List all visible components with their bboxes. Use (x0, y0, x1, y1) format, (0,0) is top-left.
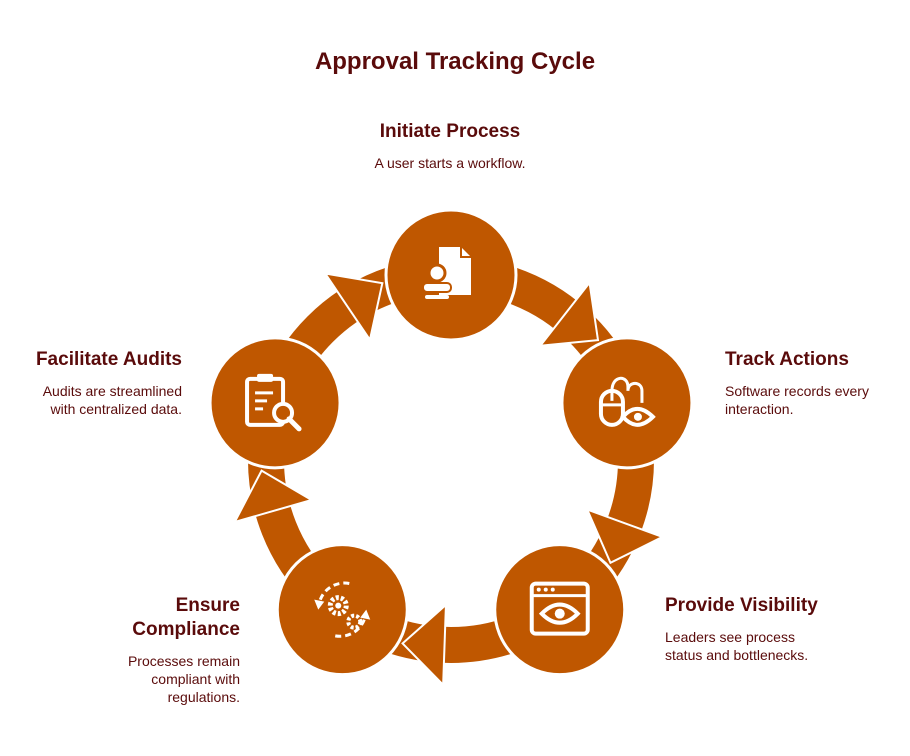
clipboard-search-icon (245, 373, 302, 432)
step-title: Facilitate Audits (35, 349, 182, 370)
step-label-audits: Facilitate Audits Audits are streamlined… (20, 348, 182, 418)
step-label-compliance: Ensure Compliance Processes remain compl… (80, 594, 240, 706)
step-desc: Processes remain compliant with regulati… (127, 653, 240, 705)
step-title: Provide Visibility (665, 595, 818, 616)
arrowhead (585, 507, 665, 565)
step-label-visibility: Provide Visibility Leaders see process s… (665, 594, 835, 664)
step-desc: Leaders see process status and bottlenec… (665, 629, 809, 663)
gears-cycle-icon (314, 581, 371, 638)
step-label-initiate: Initiate Process A user starts a workflo… (300, 120, 600, 172)
arrowhead (232, 469, 315, 524)
diagram-title: Approval Tracking Cycle (314, 48, 596, 75)
stamp-document-icon (422, 247, 471, 299)
step-desc: Software records every interaction. (725, 383, 869, 417)
step-desc: Audits are streamlined with centralized … (42, 383, 182, 417)
step-label-track: Track Actions Software records every int… (725, 348, 895, 418)
step-node-track (560, 336, 694, 470)
browser-eye-icon (529, 581, 590, 636)
step-node-compliance (275, 543, 409, 677)
step-node-visibility (493, 543, 627, 677)
step-title: Track Actions (725, 349, 849, 370)
step-circle (560, 336, 694, 470)
step-title: Initiate Process (379, 121, 521, 142)
mouse-eye-icon (598, 376, 656, 427)
step-title: Ensure Compliance (132, 595, 240, 640)
step-node-audits (208, 336, 342, 470)
step-circle (208, 336, 342, 470)
arrowhead (323, 272, 384, 343)
step-node-initiate (384, 208, 518, 342)
step-desc: A user starts a workflow. (374, 155, 526, 171)
arrowhead (538, 280, 600, 347)
arrowhead (401, 602, 448, 688)
